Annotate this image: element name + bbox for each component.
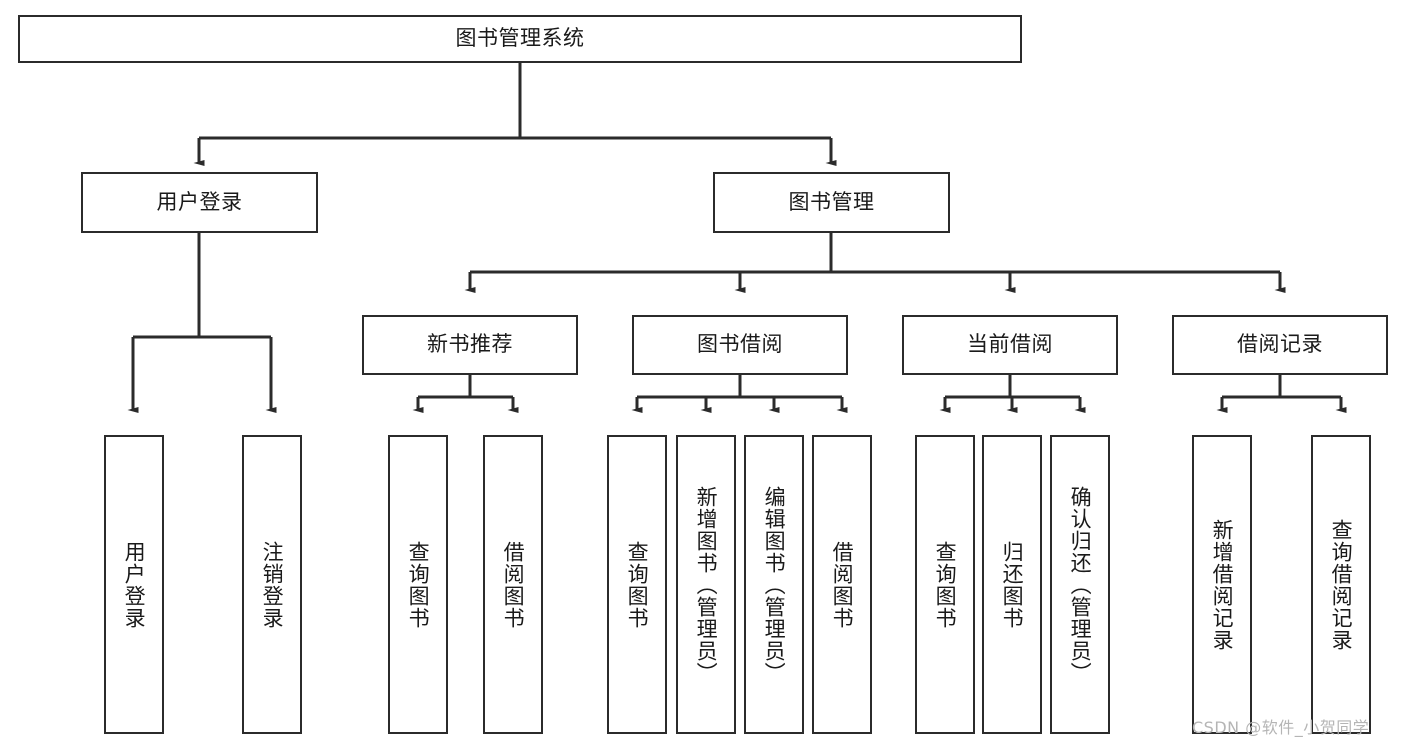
- leaf-current-return-book[interactable]: 归还图书: [982, 435, 1042, 734]
- node-label: 图书管理系统: [455, 26, 585, 51]
- leaf-borrow-borrow-book[interactable]: 借阅图书: [812, 435, 872, 734]
- node-label: 借阅图书: [830, 540, 855, 629]
- node-label: 借阅图书: [501, 540, 526, 629]
- node-label: 查询图书: [933, 540, 958, 629]
- node-label: 归还图书: [1000, 540, 1025, 629]
- leaf-borrow-query-book[interactable]: 查询图书: [607, 435, 667, 734]
- node-label: 查询借阅记录: [1329, 518, 1354, 651]
- node-label: 新增图书（管理员）: [694, 485, 719, 684]
- leaf-current-confirm-return[interactable]: 确认归还（管理员）: [1050, 435, 1110, 734]
- node-label: 用户登录: [156, 189, 243, 214]
- node-label: 用户登录: [122, 540, 147, 629]
- leaf-borrow-edit-book[interactable]: 编辑图书（管理员）: [744, 435, 804, 734]
- node-root-system[interactable]: 图书管理系统: [18, 15, 1022, 63]
- node-borrow-record[interactable]: 借阅记录: [1172, 315, 1388, 375]
- node-current-borrow[interactable]: 当前借阅: [902, 315, 1118, 375]
- leaf-borrow-add-book[interactable]: 新增图书（管理员）: [676, 435, 736, 734]
- node-user-login[interactable]: 用户登录: [81, 172, 318, 233]
- node-label: 新增借阅记录: [1210, 518, 1235, 651]
- leaf-user-login-signin[interactable]: 用户登录: [104, 435, 164, 734]
- leaf-record-query-record[interactable]: 查询借阅记录: [1311, 435, 1371, 734]
- leaf-current-query-book[interactable]: 查询图书: [915, 435, 975, 734]
- leaf-record-add-record[interactable]: 新增借阅记录: [1192, 435, 1252, 734]
- node-label: 新书推荐: [427, 332, 513, 357]
- node-book-borrow[interactable]: 图书借阅: [632, 315, 848, 375]
- node-label: 查询图书: [406, 540, 431, 629]
- node-label: 图书借阅: [697, 332, 783, 357]
- leaf-recommend-query-book[interactable]: 查询图书: [388, 435, 448, 734]
- node-label: 确认归还（管理员）: [1068, 485, 1093, 684]
- node-label: 编辑图书（管理员）: [762, 485, 787, 684]
- node-label: 当前借阅: [967, 332, 1053, 357]
- leaf-recommend-borrow-book[interactable]: 借阅图书: [483, 435, 543, 734]
- node-label: 查询图书: [625, 540, 650, 629]
- node-label: 注销登录: [260, 540, 285, 629]
- leaf-user-login-signout[interactable]: 注销登录: [242, 435, 302, 734]
- node-book-management[interactable]: 图书管理: [713, 172, 950, 233]
- node-new-book-recommend[interactable]: 新书推荐: [362, 315, 578, 375]
- node-label: 图书管理: [788, 189, 875, 214]
- node-label: 借阅记录: [1237, 332, 1323, 357]
- watermark: CSDN @软件_小贺同学: [1192, 718, 1370, 737]
